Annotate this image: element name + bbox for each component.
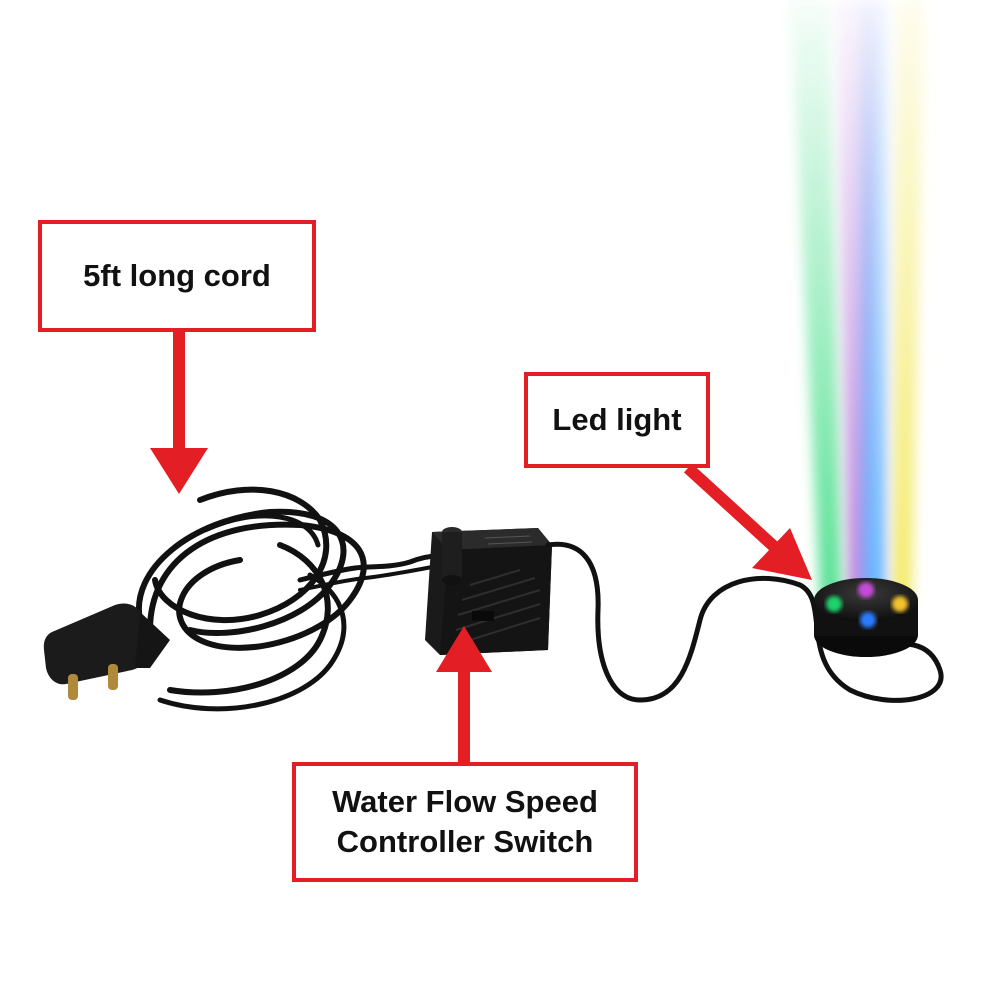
led-light-icon [814,578,918,657]
led-label-box: Led light [524,372,710,468]
pump-grill [455,569,541,641]
beam-blue [858,0,890,620]
led-blue [860,612,876,628]
arrows [150,332,812,764]
flow-switch-label-line2: Controller Switch [336,824,594,859]
cord-label: 5ft long cord [83,257,271,293]
led-green [826,596,842,612]
led-yellow [892,596,908,612]
pump-icon [425,527,552,655]
power-cord [135,486,441,712]
plug-pin [108,664,118,690]
power-plug-icon [43,603,170,700]
pump-sticker-text [484,535,533,545]
beam-green [790,0,842,600]
arrow-to-led [683,463,812,580]
cord-label-box: 5ft long cord [38,220,316,332]
led-cable [545,541,944,703]
arrow-to-flow-switch [436,626,492,764]
led-label: Led light [552,401,682,437]
pump-nozzle [442,532,462,580]
light-beams [790,0,925,620]
flow-speed-switch[interactable] [472,611,494,621]
beam-yellow [892,0,925,600]
led-purple [858,582,874,598]
arrow-to-cord [150,332,208,494]
plug-pin [68,674,78,700]
flow-switch-label-line1: Water Flow Speed [332,783,598,819]
flow-switch-label-box: Water Flow Speed Controller Switch [292,762,638,882]
